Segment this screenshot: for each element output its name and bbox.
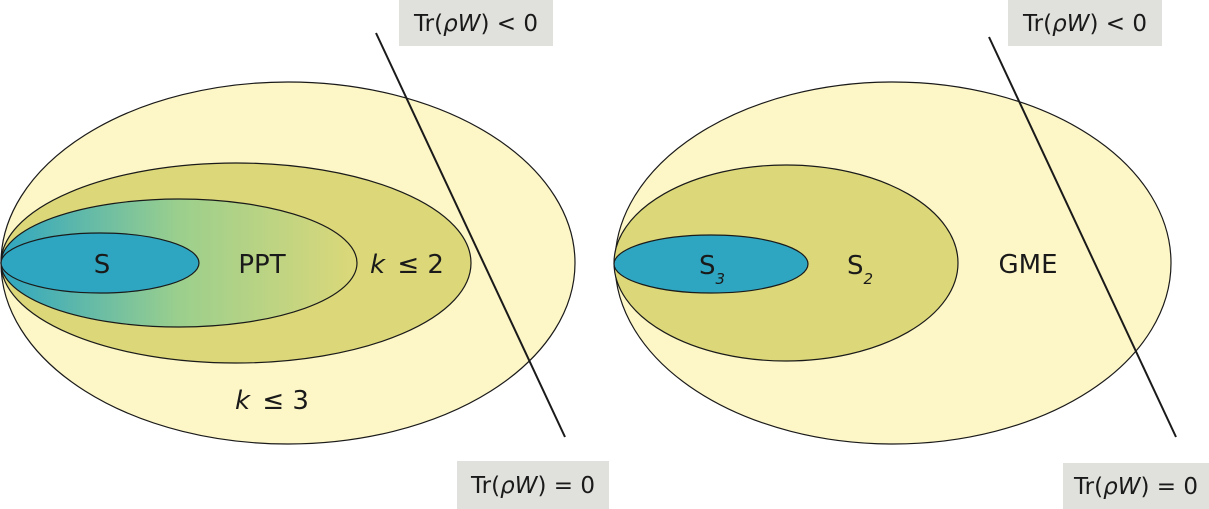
right-diagram: S3 S2 GME Tr(ρW) < 0 Tr(ρW) = 0	[613, 0, 1209, 509]
label-gme: GME	[998, 250, 1057, 280]
left-diagram: S PPT k ≤ 2 k ≤ 3 Tr(ρW) < 0 Tr(ρW) = 0	[0, 0, 609, 509]
label-s2: S2	[847, 251, 873, 288]
label-s3: S3	[699, 251, 725, 288]
set-s3	[613, 234, 809, 294]
witness-label-top-right: Tr(ρW) < 0	[1008, 0, 1162, 46]
witness-label-bottom-left: Tr(ρW) = 0	[457, 461, 609, 509]
set-s	[0, 232, 200, 294]
label-s: S	[94, 250, 111, 280]
label-ppt: PPT	[238, 250, 285, 280]
label-k-le-3: k ≤ 3	[235, 386, 309, 416]
witness-hyperplane-right	[988, 36, 1177, 438]
witness-label-bottom-right: Tr(ρW) = 0	[1063, 463, 1209, 509]
svg-text:Tr(ρW) = 0: Tr(ρW) = 0	[470, 473, 595, 499]
witness-label-top-left: Tr(ρW) < 0	[399, 0, 553, 46]
svg-text:Tr(ρW) = 0: Tr(ρW) = 0	[1073, 474, 1198, 500]
svg-text:Tr(ρW) < 0: Tr(ρW) < 0	[1022, 11, 1147, 37]
svg-text:Tr(ρW) < 0: Tr(ρW) < 0	[413, 11, 538, 37]
witness-hyperplane-left	[375, 32, 566, 438]
label-k-le-2: k ≤ 2	[370, 250, 444, 280]
